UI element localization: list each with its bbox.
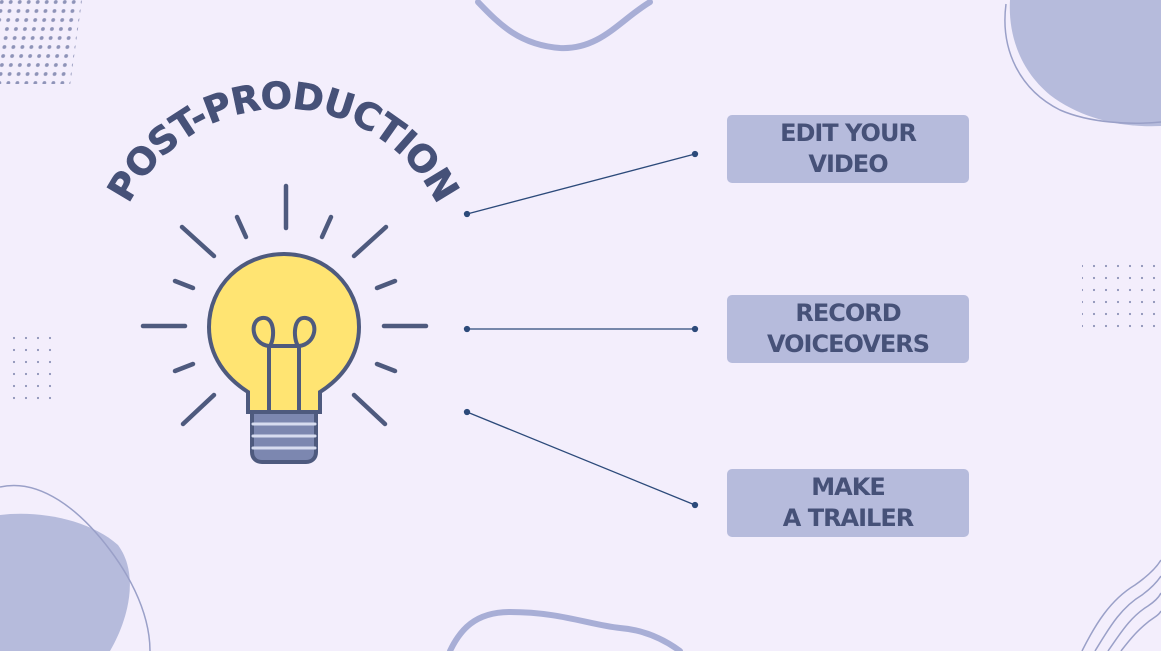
lightbulb-icon	[143, 186, 426, 462]
blob-bottom-left	[0, 514, 130, 651]
squiggle-top	[478, 2, 650, 48]
connector-2	[465, 327, 698, 332]
connectors	[465, 152, 698, 508]
bulb-glass	[209, 254, 359, 412]
dots-right-middle	[1082, 256, 1160, 332]
connector-3	[465, 410, 698, 508]
dots-top-left	[0, 0, 82, 84]
step-box-make-trailer: MAKE A TRAILER	[727, 469, 969, 537]
step-box-record-voiceovers: RECORD VOICEOVERS	[727, 295, 969, 363]
step-label-line2: VIDEO	[808, 149, 887, 180]
diagram-title: POST-PRODUCTION	[99, 74, 467, 208]
step-label-line1: EDIT YOUR	[780, 118, 916, 149]
step-box-edit-video: EDIT YOUR VIDEO	[727, 115, 969, 183]
connector-1	[465, 152, 698, 217]
step-label-line2: A TRAILER	[783, 503, 913, 534]
step-label-line2: VOICEOVERS	[767, 329, 929, 360]
step-label-line1: MAKE	[811, 472, 884, 503]
step-label-line1: RECORD	[795, 298, 900, 329]
squiggle-bottom	[450, 612, 680, 651]
waves-bottom-right	[1082, 560, 1161, 651]
dots-left-middle	[4, 336, 60, 408]
blob-top-right	[1010, 0, 1161, 126]
